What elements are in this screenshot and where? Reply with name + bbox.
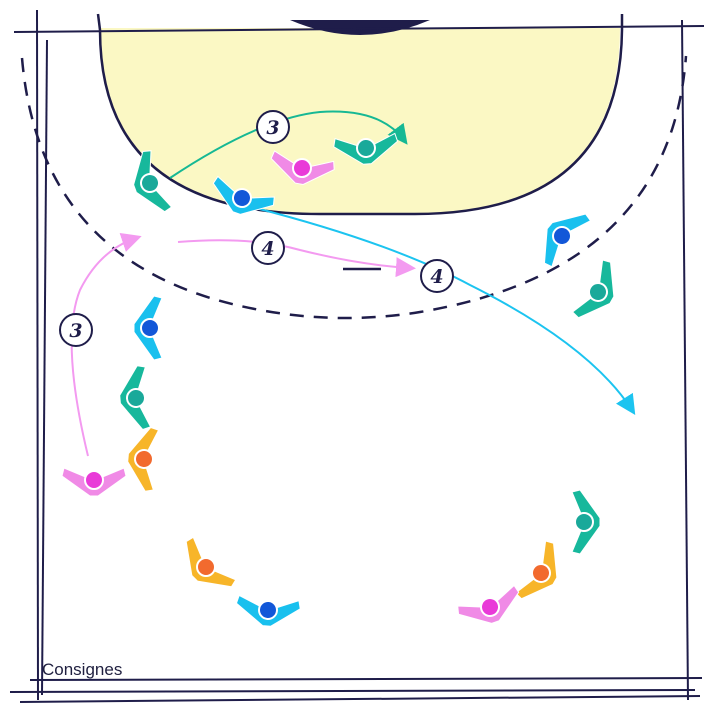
free-throw-line <box>20 55 688 320</box>
goal <box>290 20 430 35</box>
player-dot <box>356 138 376 158</box>
svg-text:4: 4 <box>261 238 274 260</box>
court-lines <box>9 9 705 703</box>
player-dot <box>588 282 608 302</box>
player-dot <box>196 557 216 577</box>
player-pink-back-left <box>61 467 127 497</box>
player-dot <box>140 318 160 338</box>
player-dot <box>140 173 160 193</box>
player-dot <box>292 158 312 178</box>
player-blue-pivot <box>212 175 275 215</box>
player-teal-defender-right <box>333 132 399 165</box>
player-orange-bottom-left <box>185 536 237 588</box>
svg-text:4: 4 <box>430 266 443 288</box>
teal-pass-arrow <box>169 110 408 179</box>
player-dot <box>258 600 278 620</box>
player-teal-defender-left <box>133 150 173 213</box>
pink-run-arrow-left <box>70 232 142 457</box>
player-blue-wing-right <box>543 213 592 268</box>
player-pink-bottom-right <box>457 584 520 624</box>
step-label-teal: 3 <box>256 110 290 144</box>
svg-text:3: 3 <box>69 320 82 342</box>
goal-area-zone <box>100 28 620 214</box>
player-pink-defender-middle <box>270 150 335 185</box>
player-dot <box>134 449 154 469</box>
goal-area-line <box>96 13 624 216</box>
player-teal-wing-right <box>571 259 615 319</box>
step-label-blue-run: 4 <box>420 259 454 293</box>
player-dot <box>574 512 594 532</box>
player-dot <box>552 226 572 246</box>
player-dot <box>126 388 146 408</box>
player-dot <box>480 597 500 617</box>
player-dot <box>531 563 551 583</box>
player-dot <box>232 188 252 208</box>
player-orange-back-left <box>127 426 160 492</box>
caption-consignes: Consignes <box>42 660 123 679</box>
blue-run-arrow <box>247 205 636 416</box>
players <box>61 132 615 627</box>
svg-text:3: 3 <box>266 117 279 139</box>
player-blue-bottom-left <box>235 594 301 627</box>
player-teal-back-left <box>119 365 152 431</box>
pink-pass-arrow <box>177 239 416 278</box>
player-dot <box>84 470 104 490</box>
step-label-pink-run: 3 <box>59 313 93 347</box>
player-teal-bottom-right <box>571 489 601 555</box>
step-label-pink-pass: 4 <box>251 231 285 265</box>
player-orange-bottom-right <box>514 540 558 600</box>
player-blue-back-left <box>133 295 163 361</box>
